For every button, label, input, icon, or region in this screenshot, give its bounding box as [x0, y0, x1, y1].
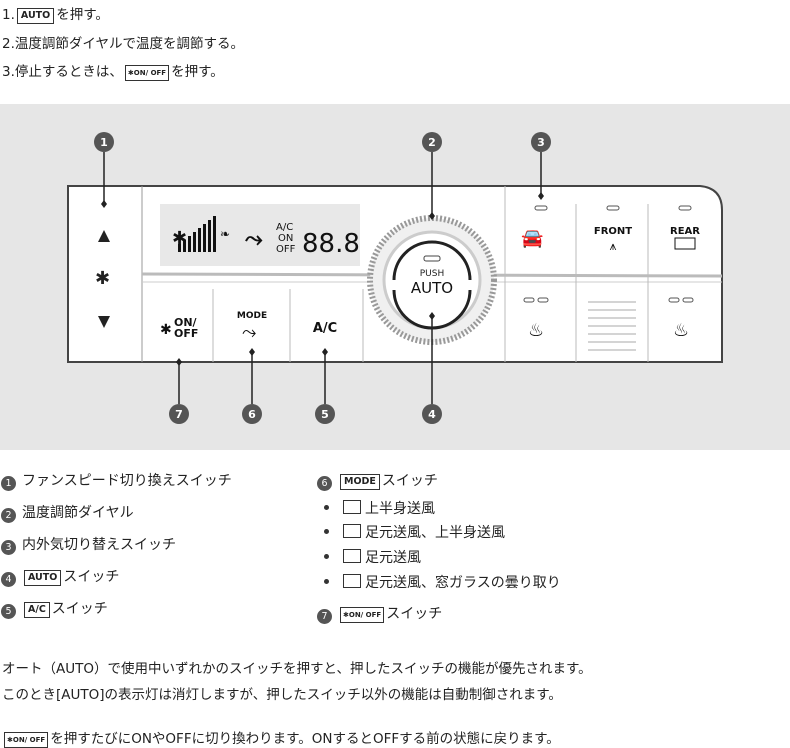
callout-6: 6 — [248, 408, 256, 421]
fan-onoff-label-2: OFF — [174, 327, 198, 340]
ac-label: A/C — [313, 321, 337, 336]
mode-upper-icon — [343, 500, 361, 514]
fan-up-arrow-icon — [98, 230, 110, 242]
lcd-ac-indicator: A/C — [276, 222, 293, 233]
callout-3: 3 — [537, 136, 545, 149]
callout-5: 5 — [321, 408, 329, 421]
svg-text:⤳: ⤳ — [245, 227, 263, 252]
mode-option-4: 足元送風、窓ガラスの曇り取り — [324, 572, 561, 592]
step-3-text: 3.停止するときは、 — [2, 64, 123, 80]
mode-option-2: 足元送風、上半身送風 — [324, 522, 505, 542]
svg-text:✱: ✱ — [160, 322, 172, 338]
left-seat-heater-icon: ♨ — [528, 320, 544, 341]
svg-text:❧: ❧ — [220, 227, 230, 241]
auto-button-label: AUTO — [16, 8, 55, 24]
callout-2: 2 — [428, 136, 436, 149]
mode-option-3: 足元送風 — [324, 547, 421, 567]
mode-floor-defrost-icon — [343, 574, 361, 588]
fan-onoff-label-1: ON/ — [174, 316, 198, 329]
fan-onoff-button-label: ✱ON/ OFF — [4, 732, 49, 748]
fan-icon: ✱ — [95, 268, 110, 289]
step-3-text-end: を押す。 — [171, 64, 224, 80]
front-defrost-icon: ⩚ — [610, 239, 617, 253]
lcd-on-indicator: ON — [278, 233, 293, 244]
rear-defrost-label: REAR — [670, 226, 700, 237]
front-defrost-label: FRONT — [594, 226, 632, 237]
control-panel-illustration: ✱ ✱ ❧ ⤳ A/C ON OFF 88.8 PUSH AUTO 🚘 FRON… — [67, 132, 723, 424]
mode-icon: ⤳ — [242, 322, 256, 343]
right-seat-heater-icon: ♨ — [673, 320, 689, 341]
auto-indicator-light — [423, 255, 441, 262]
fan-down-arrow-icon — [98, 316, 110, 328]
step-2: 2.温度調節ダイヤルで温度を調節する。 — [2, 32, 244, 52]
note-1: オート（AUTO）で使用中いずれかのスイッチを押すと、押したスイッチの機能が優先… — [2, 661, 592, 677]
mode-floor-icon — [343, 549, 361, 563]
note-2: このとき[AUTO]の表示灯は消灯しますが、押したスイッチ以外の機能は自動制御さ… — [2, 687, 562, 703]
recirculation-icon: 🚘 — [521, 228, 543, 249]
fan-level-bars — [178, 216, 216, 252]
vent-grille — [588, 301, 636, 351]
callout-7: 7 — [175, 408, 183, 421]
dial-push-label: PUSH — [420, 269, 445, 279]
mode-label: MODE — [237, 311, 267, 321]
lcd-temperature: 88.8 — [302, 229, 360, 259]
step-2-text: 2.温度調節ダイヤルで温度を調節する。 — [2, 36, 244, 52]
rear-defrost-icon — [674, 237, 696, 250]
step-1-number: 1. — [2, 7, 15, 23]
callout-1: 1 — [100, 136, 108, 149]
step-1-text: を押す。 — [56, 7, 109, 23]
lcd-off-indicator: OFF — [276, 244, 296, 255]
dial-auto-label: AUTO — [411, 279, 453, 297]
mode-bilevel-icon — [343, 524, 361, 538]
fan-onoff-button-label: ✱ON/ OFF — [124, 65, 170, 81]
mode-option-1: 上半身送風 — [324, 498, 435, 518]
callout-4: 4 — [428, 408, 436, 421]
